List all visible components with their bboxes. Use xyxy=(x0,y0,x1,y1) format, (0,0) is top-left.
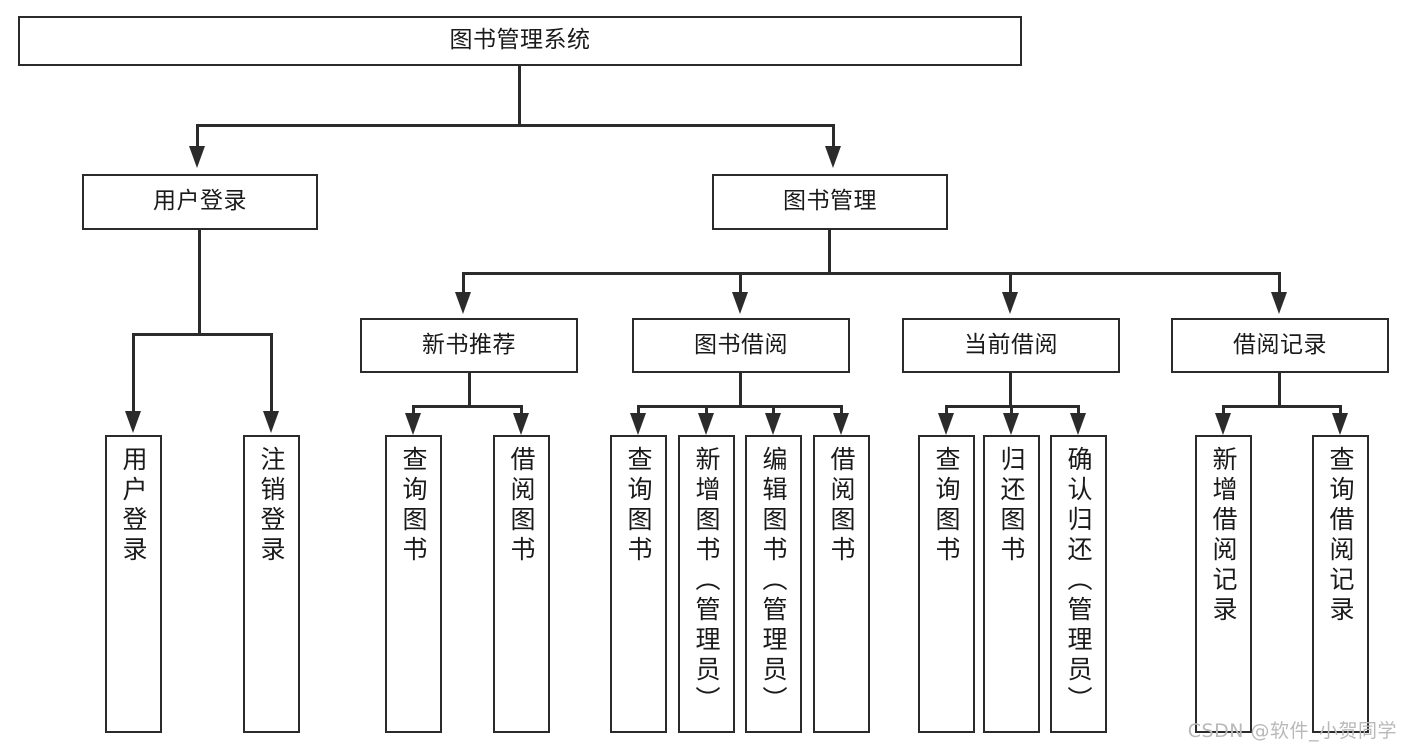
leaf-nbr-borrow-books[interactable]: 借阅图书 xyxy=(493,435,550,733)
connector-nbr-leaf-2 xyxy=(520,405,523,417)
connector-br-leaf-2 xyxy=(1339,405,1342,417)
connector-current-borrow-stem xyxy=(1009,373,1012,407)
connector-new-book-recommend-bus xyxy=(412,405,523,408)
connector-bb-leaf-3 xyxy=(772,405,775,417)
leaf-label: 归还图书 xyxy=(997,446,1026,566)
connector-nbr-leaf-1 xyxy=(412,405,415,417)
connector-user-login-to-leaf-2 xyxy=(270,333,273,413)
arrow-to-book-borrow xyxy=(732,292,748,314)
leaf-nbr-query-books[interactable]: 查询图书 xyxy=(385,435,442,733)
arrow-bb-leaf-1 xyxy=(630,413,646,435)
leaf-label: 注销登录 xyxy=(257,446,286,566)
node-label: 当前借阅 xyxy=(964,331,1058,358)
arrow-br-leaf-1 xyxy=(1215,413,1231,435)
leaf-label: 编辑图书（管理员） xyxy=(759,446,788,716)
connector-root-stem xyxy=(518,66,521,126)
node-label: 用户登录 xyxy=(153,188,247,215)
leaf-cb-query-books[interactable]: 查询图书 xyxy=(918,435,975,733)
connector-new-book-recommend-stem xyxy=(468,373,471,407)
leaf-user-login[interactable]: 用户登录 xyxy=(105,435,162,733)
leaf-bb-add-book-admin[interactable]: 新增图书（管理员） xyxy=(678,435,735,733)
connector-borrow-record-bus xyxy=(1222,405,1341,408)
node-label: 图书管理系统 xyxy=(449,27,591,54)
connector-book-borrow-bus xyxy=(637,405,843,408)
node-new-book-recommend[interactable]: 新书推荐 xyxy=(360,318,578,373)
connector-bb-leaf-2 xyxy=(705,405,708,417)
arrow-to-new-book-recommend xyxy=(455,292,471,314)
arrow-user-login-to-leaf-2 xyxy=(263,411,279,433)
connector-cb-leaf-1 xyxy=(945,405,948,417)
leaf-br-add-record[interactable]: 新增借阅记录 xyxy=(1195,435,1252,733)
node-book-borrow[interactable]: 图书借阅 xyxy=(632,318,850,373)
leaf-label: 新增图书（管理员） xyxy=(692,446,721,716)
connector-user-login-bus xyxy=(132,333,273,336)
connector-to-current-borrow xyxy=(1009,272,1012,294)
connector-root-to-user-login xyxy=(196,124,199,148)
arrow-bb-leaf-4 xyxy=(833,413,849,435)
connector-cb-leaf-3 xyxy=(1077,405,1080,417)
node-root-book-management-system[interactable]: 图书管理系统 xyxy=(18,16,1022,66)
leaf-label: 借阅图书 xyxy=(507,446,536,566)
arrow-root-to-user-login xyxy=(189,146,205,168)
connector-root-to-book-management xyxy=(832,124,835,148)
arrow-nbr-leaf-1 xyxy=(405,413,421,435)
connector-book-borrow-stem xyxy=(739,373,742,407)
leaf-logout[interactable]: 注销登录 xyxy=(243,435,300,733)
arrow-root-to-book-management xyxy=(825,146,841,168)
arrow-cb-leaf-2 xyxy=(1003,413,1019,435)
connector-root-bus xyxy=(196,124,835,127)
arrow-cb-leaf-1 xyxy=(938,413,954,435)
node-label: 图书借阅 xyxy=(694,331,788,358)
leaf-bb-edit-book-admin[interactable]: 编辑图书（管理员） xyxy=(745,435,802,733)
connector-cb-leaf-2 xyxy=(1010,405,1013,417)
leaf-br-query-record[interactable]: 查询借阅记录 xyxy=(1312,435,1369,733)
leaf-label: 查询图书 xyxy=(624,446,653,566)
node-book-management[interactable]: 图书管理 xyxy=(712,174,948,230)
connector-user-login-to-leaf-1 xyxy=(132,333,135,413)
arrow-bb-leaf-2 xyxy=(698,413,714,435)
node-user-login[interactable]: 用户登录 xyxy=(82,174,318,230)
leaf-label: 确认归还（管理员） xyxy=(1064,446,1093,716)
leaf-bb-query-books[interactable]: 查询图书 xyxy=(610,435,667,733)
connector-to-book-borrow xyxy=(739,272,742,294)
node-label: 借阅记录 xyxy=(1233,331,1327,358)
arrow-to-borrow-record xyxy=(1271,292,1287,314)
leaf-label: 查询图书 xyxy=(399,446,428,566)
arrow-to-current-borrow xyxy=(1002,292,1018,314)
leaf-label: 用户登录 xyxy=(119,446,148,566)
node-label: 图书管理 xyxy=(783,188,877,215)
leaf-label: 借阅图书 xyxy=(827,446,856,566)
leaf-label: 新增借阅记录 xyxy=(1209,446,1238,626)
arrow-bb-leaf-3 xyxy=(765,413,781,435)
node-label: 新书推荐 xyxy=(422,331,516,358)
connector-bb-leaf-4 xyxy=(840,405,843,417)
arrow-br-leaf-2 xyxy=(1332,413,1348,435)
watermark-text: CSDN @软件_小贺同学 xyxy=(1187,720,1397,742)
leaf-cb-confirm-return-admin[interactable]: 确认归还（管理员） xyxy=(1050,435,1107,733)
node-current-borrow[interactable]: 当前借阅 xyxy=(902,318,1120,373)
leaf-cb-return-books[interactable]: 归还图书 xyxy=(983,435,1040,733)
connector-to-borrow-record xyxy=(1278,272,1281,294)
connector-br-leaf-1 xyxy=(1222,405,1225,417)
connector-bb-leaf-1 xyxy=(637,405,640,417)
leaf-label: 查询借阅记录 xyxy=(1326,446,1355,626)
arrow-nbr-leaf-2 xyxy=(513,413,529,435)
node-borrow-record[interactable]: 借阅记录 xyxy=(1171,318,1389,373)
arrow-cb-leaf-3 xyxy=(1070,413,1086,435)
connector-borrow-record-stem xyxy=(1278,373,1281,407)
arrow-user-login-to-leaf-1 xyxy=(125,411,141,433)
connector-level2-bus xyxy=(462,272,1281,275)
leaf-label: 查询图书 xyxy=(932,446,961,566)
connector-book-management-stem xyxy=(828,230,831,274)
connector-user-login-stem xyxy=(198,230,201,335)
connector-to-new-book-recommend xyxy=(462,272,465,294)
leaf-bb-borrow-books[interactable]: 借阅图书 xyxy=(813,435,870,733)
